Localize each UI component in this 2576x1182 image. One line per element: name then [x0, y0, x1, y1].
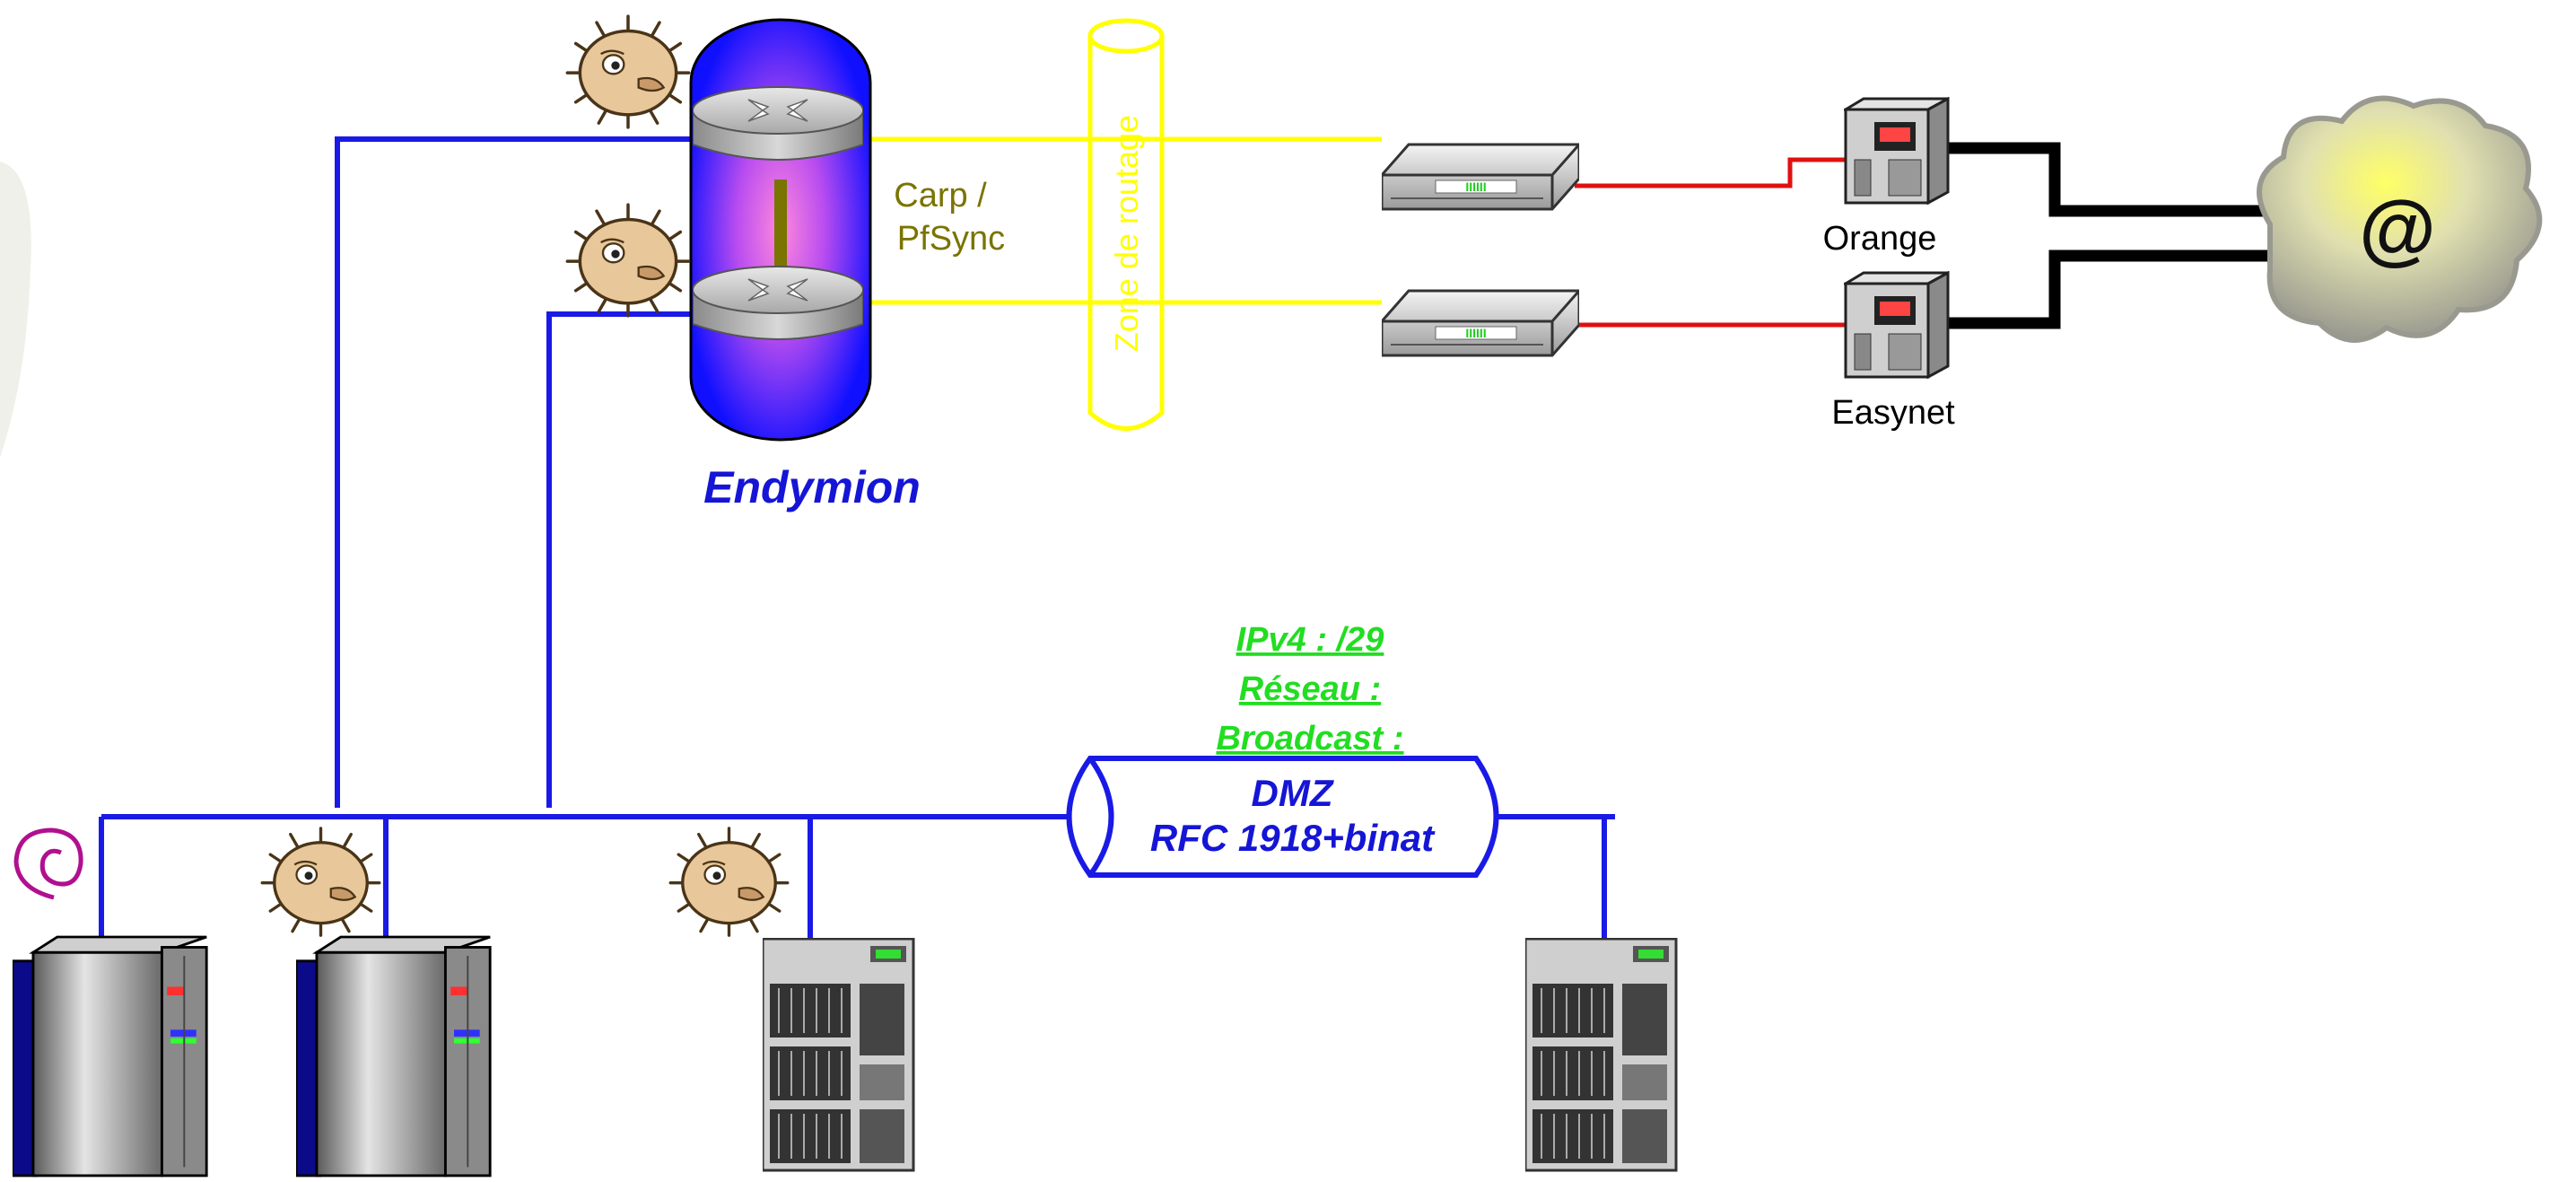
lan-links — [99, 136, 1615, 942]
wan-link-orange — [1575, 157, 1889, 188]
tower-server-icon — [296, 935, 492, 1178]
pufferfish-icon — [260, 827, 381, 937]
server-icon — [1844, 97, 1950, 205]
isp-label-orange: Orange — [1823, 220, 1937, 258]
dmz-label-line1: DMZ — [1252, 772, 1334, 814]
router-icon — [693, 86, 863, 161]
lan-link-router-1 — [335, 136, 695, 808]
tower-server-icon — [13, 935, 208, 1178]
pufferfish-icon — [565, 203, 691, 318]
endymion-cluster — [689, 18, 872, 442]
routing-zone-label: Zone de routage — [1108, 115, 1145, 352]
pufferfish-icon — [668, 827, 790, 937]
uplink-orange — [1943, 142, 2279, 217]
modem-icon — [1382, 143, 1579, 211]
carp-link — [774, 179, 787, 278]
debian-swirl-icon — [13, 827, 83, 900]
modem-icon — [1382, 289, 1579, 357]
router-icon — [693, 266, 863, 340]
carp-label-line2: PfSync — [897, 220, 1005, 258]
dmz-label-line2: RFC 1918+binat — [1150, 817, 1436, 859]
uplinks — [1943, 142, 2279, 329]
routing-zone-cylinder — [1087, 18, 1165, 431]
dmz-cylinder — [1066, 756, 1499, 878]
internet-symbol: @ — [2359, 184, 2436, 273]
broadcast-label: Broadcast : — [1216, 720, 1403, 757]
wan-links — [1575, 157, 1889, 328]
server-icon — [1844, 271, 1950, 379]
isp-label-easynet: Easynet — [1831, 394, 1955, 432]
lan-link-router-2 — [546, 311, 695, 808]
cloud-icon — [2257, 95, 2543, 343]
routing-links — [848, 136, 1382, 305]
rack-server-icon — [1525, 938, 1678, 1172]
uplink-easynet — [1943, 250, 2279, 329]
background-decoration — [0, 162, 31, 458]
pufferfish-icon — [565, 14, 691, 129]
rack-server-icon — [763, 938, 915, 1172]
endymion-label: Endymion — [703, 462, 921, 512]
reseau-label: Réseau : — [1239, 670, 1381, 708]
carp-label-line1: Carp / — [894, 177, 987, 215]
ipv4-label: IPv4 : /29 — [1236, 621, 1384, 659]
